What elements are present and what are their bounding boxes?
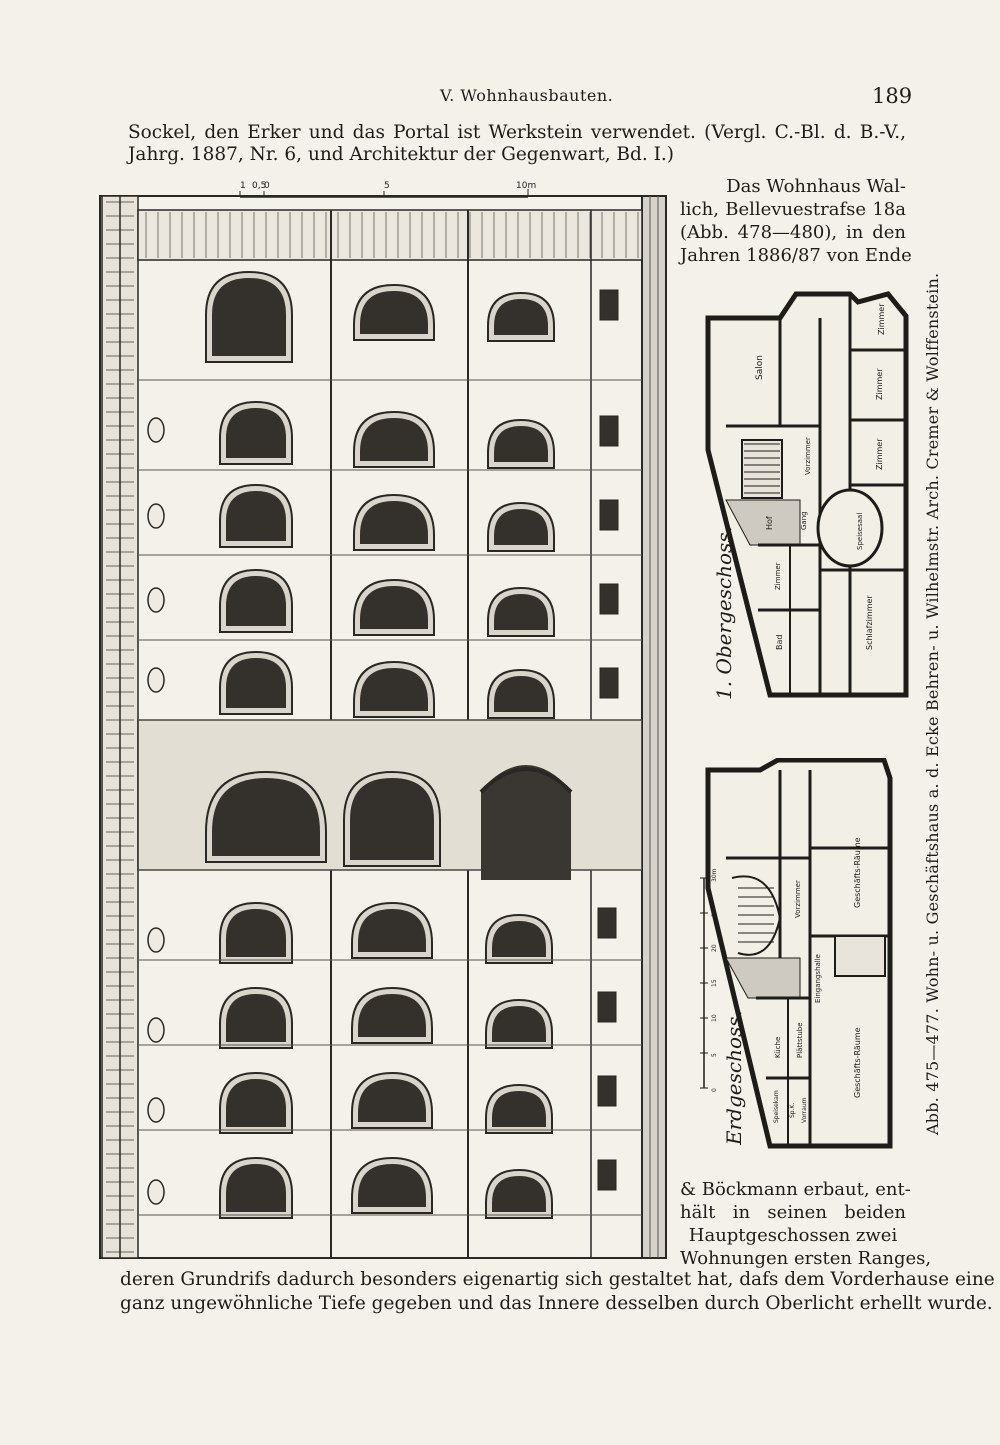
svg-text:15: 15 bbox=[711, 979, 718, 987]
text-line: hält in seinen beiden bbox=[680, 1202, 906, 1223]
room-label: Vorzimmer bbox=[794, 880, 802, 918]
room-label: Küche bbox=[774, 1037, 782, 1058]
upper-floor-plan: Salon Zimmer Zimmer Zimmer Vorzimmer Spe… bbox=[700, 280, 915, 705]
room-label: Eingangshalle bbox=[814, 954, 822, 1003]
side-paragraph: Das Wohnhaus Wal- lich, Bellevuestrafse … bbox=[680, 175, 912, 267]
running-head: V. Wohnhausbauten. bbox=[440, 86, 614, 105]
svg-text:10: 10 bbox=[711, 1014, 718, 1022]
room-label: Bad bbox=[775, 635, 784, 650]
facade-parapet bbox=[137, 209, 643, 261]
bottom-side-paragraph: & Böckmann erbaut, ent- hält in seinen b… bbox=[680, 1178, 932, 1270]
room-label: Speisekam bbox=[773, 1090, 780, 1123]
room-label: Schlafzimmer bbox=[865, 595, 874, 650]
room-label: Vorzimmer bbox=[804, 437, 812, 475]
text-line: ganz ungewöhnliche Tiefe gegeben und das… bbox=[120, 1293, 993, 1314]
text-line: Jahrg. 1887, Nr. 6, und Architektur der … bbox=[128, 144, 675, 165]
room-label: Salon bbox=[755, 355, 765, 380]
svg-text:30m: 30m bbox=[711, 868, 718, 882]
room-label: Hof bbox=[765, 516, 774, 530]
room-label: Gang bbox=[800, 511, 808, 530]
room-label: Sp.K. bbox=[789, 1103, 796, 1118]
plan-scale-bar: 0 5 10 15 20 25 30m bbox=[700, 868, 718, 1092]
page-number: 189 bbox=[872, 84, 913, 108]
page-header: V. Wohnhausbauten. 189 bbox=[0, 84, 1000, 112]
room-label: Plättstube bbox=[796, 1022, 804, 1058]
room-label: Geschäfts-Räume bbox=[853, 837, 862, 908]
room-label: Zimmer bbox=[774, 562, 782, 590]
text-line: deren Grundrifs dadurch besonders eigena… bbox=[120, 1269, 995, 1290]
text-line: & Böckmann erbaut, ent- bbox=[680, 1179, 911, 1200]
svg-text:0: 0 bbox=[711, 1088, 718, 1092]
svg-text:20: 20 bbox=[711, 944, 718, 952]
room-label: Geschäfts-Räume bbox=[853, 1027, 862, 1098]
ground-plan-label: Erdgeschoss. bbox=[722, 1010, 746, 1145]
portal-arch bbox=[481, 765, 571, 880]
figure-caption: Abb. 475—477. Wohn- u. Geschäftshaus a. … bbox=[923, 272, 942, 1135]
room-label: Zimmer bbox=[877, 303, 886, 335]
text-line: Hauptgeschossen zwei bbox=[688, 1225, 898, 1246]
facade-side-band bbox=[641, 195, 667, 1259]
text-line: Wohnungen ersten Ranges, bbox=[680, 1248, 932, 1269]
text-line: Sockel, den Erker und das Portal ist Wer… bbox=[128, 122, 906, 143]
svg-text:25: 25 bbox=[711, 909, 718, 917]
room-label: Zimmer bbox=[875, 438, 884, 470]
ground-plan-drawing: Geschäfts-Räume Geschäfts-Räume Vorzimme… bbox=[700, 757, 893, 1149]
room-label: Speisesaal bbox=[856, 513, 864, 550]
room-label: Zimmer bbox=[875, 368, 884, 400]
text-line: lich, Bellevuestrafse 18a bbox=[680, 199, 906, 220]
bottom-paragraph: deren Grundrifs dadurch besonders eigena… bbox=[120, 1268, 995, 1316]
text-line: Jahren 1886/87 von Ende bbox=[680, 245, 912, 266]
intro-paragraph: Sockel, den Erker und das Portal ist Wer… bbox=[128, 122, 906, 166]
text-line: Das Wohnhaus Wal- bbox=[726, 176, 906, 197]
ground-floor-plan: Geschäfts-Räume Geschäfts-Räume Vorzimme… bbox=[700, 757, 915, 1153]
text-line: (Abb. 478—480), in den bbox=[680, 222, 906, 243]
upper-plan-drawing: Salon Zimmer Zimmer Zimmer Vorzimmer Spe… bbox=[705, 291, 909, 698]
svg-text:5: 5 bbox=[711, 1053, 718, 1057]
upper-plan-label: 1. Obergeschoss. bbox=[712, 526, 736, 700]
room-label: Vorraum bbox=[801, 1097, 808, 1123]
